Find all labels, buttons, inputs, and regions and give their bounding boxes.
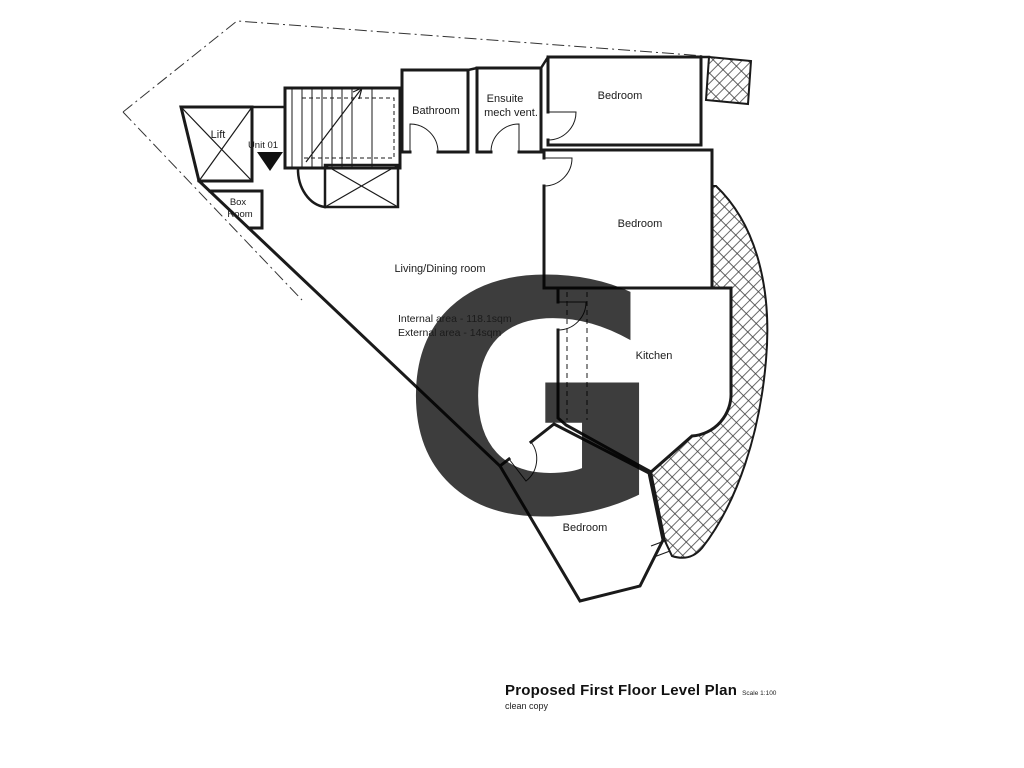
room-labels: Lift Unit 01 Box Room Bathroom Ensuite m…	[211, 90, 673, 534]
bedroom-top-door	[547, 111, 577, 141]
main-diagonal-wall	[196, 178, 503, 469]
terrace-hatch	[649, 55, 769, 559]
window-marks	[650, 539, 671, 558]
stair-detail	[291, 87, 395, 168]
terrace-area	[649, 185, 769, 559]
label-box-room-line2: Room	[227, 209, 252, 220]
drawing-scale: Scale 1:100	[742, 690, 777, 697]
bathroom-door	[409, 123, 439, 153]
ensuite-walls	[475, 66, 543, 154]
label-ensuite-line2: mech vent.	[484, 107, 538, 119]
entrance-arrow	[257, 152, 283, 171]
bedroom-mid-walls	[542, 148, 714, 290]
drawing-subtitle: clean copy	[505, 701, 549, 711]
stair-direction-arrow	[305, 87, 363, 163]
label-bathroom: Bathroom	[412, 105, 460, 117]
kitchen-walls	[556, 286, 733, 474]
bedroom-mid-door	[543, 157, 573, 187]
label-internal-area: Internal area - 118.1sqm	[398, 313, 512, 325]
bedroom-bottom-walls	[498, 422, 665, 603]
label-kitchen: Kitchen	[636, 350, 673, 362]
label-ensuite-line1: Ensuite	[487, 93, 524, 105]
doors	[409, 111, 587, 482]
cross-marks	[180, 106, 399, 208]
site-boundary	[122, 20, 706, 301]
ensuite-door	[490, 123, 520, 153]
label-external-area: External area - 14sqm	[398, 327, 502, 339]
bathroom-walls	[400, 68, 470, 154]
curved-wall	[296, 166, 327, 209]
label-bedroom-bottom: Bedroom	[563, 522, 608, 534]
bedroom-bottom-window	[650, 539, 671, 558]
label-unit-01: Unit 01	[248, 140, 278, 151]
kitchen-door	[557, 301, 587, 331]
label-bedroom-top: Bedroom	[598, 90, 643, 102]
balcony-area	[704, 55, 753, 106]
title-block: Proposed First Floor Level Plan Scale 1:…	[505, 682, 776, 711]
lift-cross	[180, 106, 253, 182]
label-box-room-line1: Box	[230, 197, 247, 208]
box-room	[208, 189, 264, 230]
kitchen-dashed-lines	[566, 292, 588, 420]
void-cross	[324, 164, 399, 208]
label-lift: Lift	[211, 129, 226, 141]
label-bedroom-mid: Bedroom	[618, 218, 663, 230]
top-jog-walls	[250, 55, 711, 109]
logo-watermark: G	[400, 216, 663, 588]
label-living-dining: Living/Dining room	[394, 263, 485, 275]
bedroom-top-walls	[546, 55, 703, 147]
drawing-title: Proposed First Floor Level Plan	[505, 682, 738, 699]
bedroom-bottom-door	[508, 441, 538, 482]
boundary-line-top	[122, 20, 706, 113]
